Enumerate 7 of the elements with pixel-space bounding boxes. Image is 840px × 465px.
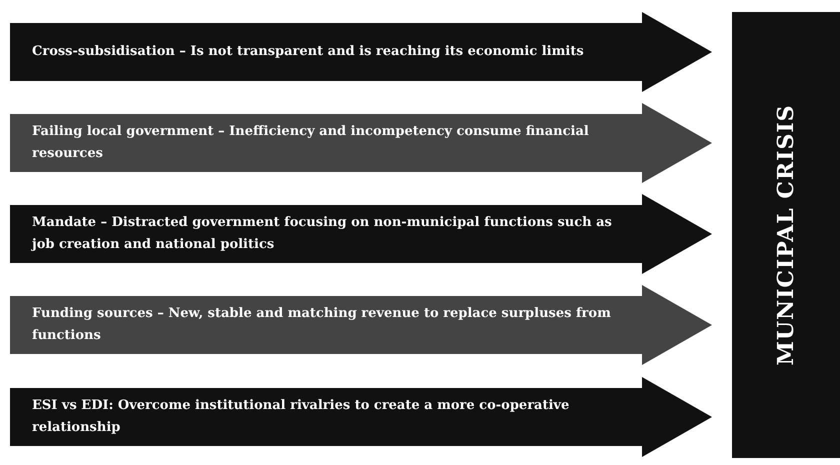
arrow-label: ESI vs EDI: Overcome institutional rivalries to create a more co-operative relationship xyxy=(32,397,570,437)
crisis-panel xyxy=(732,12,840,458)
arrow-label: Funding sources – New, stable and matching revenue to replace surpluses from functions xyxy=(32,305,612,345)
panel-title: MUNICIPAL CRISIS xyxy=(773,104,799,366)
arrow-label: Failing local government – Inefficiency and incompetency consume financial resources xyxy=(32,123,590,163)
arrow-label: Mandate – Distracted government focusing on non-municipal functions such as job creation and national politics xyxy=(32,214,613,254)
arrow-label: Cross-subsidisation – Is not transparent and is reaching its economic limits xyxy=(32,43,585,61)
